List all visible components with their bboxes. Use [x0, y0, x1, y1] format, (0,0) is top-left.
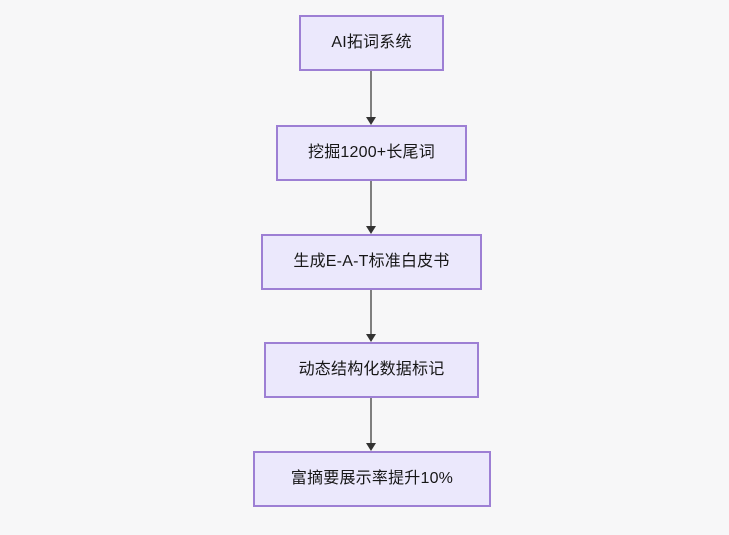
arrowhead-icon	[366, 334, 376, 342]
flow-node-mine-longtail-keywords[interactable]: 挖掘1200+长尾词	[276, 125, 467, 181]
flow-node-dynamic-structured-data-markup[interactable]: 动态结构化数据标记	[264, 342, 479, 398]
flow-node-label: AI拓词系统	[331, 34, 412, 52]
flow-node-generate-eat-whitepaper[interactable]: 生成E-A-T标准白皮书	[261, 234, 482, 290]
edge-line	[370, 181, 372, 226]
arrowhead-icon	[366, 443, 376, 451]
flow-node-rich-snippet-rate-increase[interactable]: 富摘要展示率提升10%	[253, 451, 491, 507]
edge-line	[370, 398, 372, 443]
flow-node-label: 生成E-A-T标准白皮书	[293, 253, 450, 271]
arrowhead-icon	[366, 226, 376, 234]
flow-node-label: 挖掘1200+长尾词	[308, 144, 435, 162]
flow-node-label: 动态结构化数据标记	[298, 361, 445, 379]
arrowhead-icon	[366, 117, 376, 125]
edge-line	[370, 290, 372, 334]
flow-node-label: 富摘要展示率提升10%	[290, 470, 454, 488]
flow-node-ai-keyword-system[interactable]: AI拓词系统	[299, 15, 444, 71]
edge-line	[370, 71, 372, 117]
